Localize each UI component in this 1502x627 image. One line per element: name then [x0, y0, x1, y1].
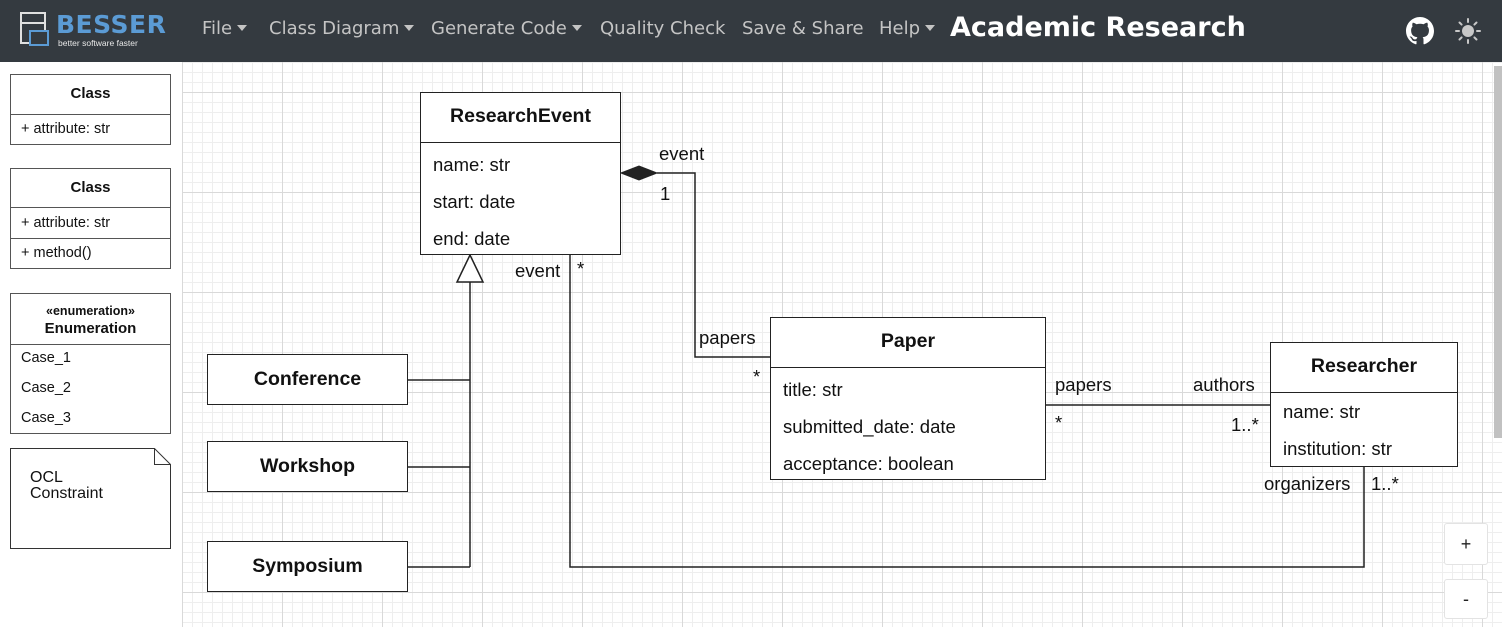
chevron-down-icon — [404, 25, 415, 31]
zoom-in-button[interactable]: + — [1444, 523, 1488, 565]
palette-enumeration-name: Enumeration — [44, 320, 137, 337]
menu-quality-check-label: Quality Check — [600, 18, 726, 39]
class-attribute[interactable]: start: date — [433, 191, 516, 212]
multiplicity-label[interactable]: 1..* — [1231, 414, 1259, 435]
role-label-event[interactable]: event — [515, 260, 561, 281]
palette-enumeration-case: Case_3 — [21, 410, 71, 426]
palette-enumeration-case: Case_1 — [21, 350, 71, 366]
palette-ocl-constraint[interactable]: OCL Constraint — [10, 448, 171, 549]
brand-name: BESSER — [56, 10, 167, 39]
class-name[interactable]: Workshop — [260, 455, 355, 477]
menu-class-diagram-label: Class Diagram — [269, 18, 400, 39]
menu-quality-check[interactable]: Quality Check — [600, 18, 725, 39]
menu-save-share-label: Save & Share — [742, 18, 864, 39]
chevron-down-icon — [571, 25, 582, 31]
class-name[interactable]: ResearchEvent — [421, 93, 620, 143]
class-attribute[interactable]: end: date — [433, 228, 511, 249]
menu-help[interactable]: Help — [879, 18, 936, 39]
ocl-label-line2: Constraint — [30, 485, 103, 502]
class-attribute[interactable]: name: str — [433, 154, 511, 175]
ocl-label-line1: OCL — [30, 469, 63, 486]
class-paper[interactable]: Paper title: str submitted_date: date ac… — [770, 317, 1046, 480]
chevron-down-icon — [237, 25, 248, 31]
canvas-scrollbar[interactable] — [1494, 66, 1502, 438]
class-workshop[interactable]: Workshop — [207, 441, 408, 492]
brand-logo[interactable]: BESSER better software faster — [20, 10, 170, 51]
besser-logo-icon — [20, 12, 49, 46]
class-attribute[interactable]: title: str — [783, 379, 843, 400]
role-label-authors[interactable]: authors — [1193, 374, 1255, 395]
class-name[interactable]: Symposium — [252, 555, 363, 577]
class-symposium[interactable]: Symposium — [207, 541, 408, 592]
palette-class-with-methods[interactable]: Class + attribute: str + method() — [10, 168, 171, 269]
multiplicity-label[interactable]: * — [753, 366, 761, 387]
palette-class-attribute: + attribute: str — [11, 208, 170, 239]
menu-file-label: File — [202, 18, 233, 39]
sun-icon[interactable] — [1454, 17, 1482, 45]
multiplicity-label[interactable]: * — [577, 258, 585, 279]
palette-class-method: + method() — [21, 245, 92, 261]
project-title[interactable]: Academic Research — [950, 12, 1246, 43]
ocl-note-shape — [10, 448, 171, 549]
role-label-event[interactable]: event — [659, 143, 705, 164]
menu-class-diagram[interactable]: Class Diagram — [269, 18, 415, 39]
palette-enumeration-case: Case_2 — [21, 380, 71, 396]
palette-enumeration-stereotype: «enumeration» — [46, 304, 135, 318]
role-label-papers[interactable]: papers — [699, 327, 756, 348]
menu-help-label: Help — [879, 18, 921, 39]
class-name[interactable]: Researcher — [1271, 343, 1457, 393]
class-researcher[interactable]: Researcher name: str institution: str — [1270, 342, 1458, 467]
class-attribute[interactable]: institution: str — [1283, 438, 1392, 459]
palette-enumeration-header: «enumeration» Enumeration — [11, 294, 170, 345]
menu-file[interactable]: File — [202, 18, 248, 39]
palette-class-name: Class — [11, 75, 170, 115]
navbar: BESSER better software faster File Class… — [0, 0, 1502, 62]
brand-tagline: better software faster — [58, 38, 138, 48]
multiplicity-label[interactable]: 1..* — [1371, 473, 1399, 494]
multiplicity-label[interactable]: 1 — [660, 183, 671, 204]
class-attribute[interactable]: name: str — [1283, 401, 1361, 422]
palette-enumeration[interactable]: «enumeration» Enumeration Case_1 Case_2 … — [10, 293, 171, 434]
multiplicity-label[interactable]: * — [1055, 412, 1063, 433]
menu-generate-code-label: Generate Code — [431, 18, 567, 39]
chevron-down-icon — [925, 25, 936, 31]
menu-save-share[interactable]: Save & Share — [742, 18, 864, 39]
class-research-event[interactable]: ResearchEvent name: str start: date end:… — [420, 92, 621, 255]
role-label-organizers[interactable]: organizers — [1264, 473, 1351, 494]
class-attribute[interactable]: submitted_date: date — [783, 416, 956, 437]
class-attribute[interactable]: acceptance: boolean — [783, 453, 954, 474]
menu-generate-code[interactable]: Generate Code — [431, 18, 582, 39]
palette-class-attribute: + attribute: str — [21, 121, 111, 137]
class-name[interactable]: Paper — [771, 318, 1045, 368]
ocl-label: OCL Constraint — [30, 470, 103, 502]
zoom-out-button[interactable]: - — [1444, 579, 1488, 619]
class-conference[interactable]: Conference — [207, 354, 408, 405]
palette-class[interactable]: Class + attribute: str — [10, 74, 171, 145]
github-icon[interactable] — [1406, 17, 1434, 45]
class-name[interactable]: Conference — [253, 368, 362, 390]
role-label-papers[interactable]: papers — [1055, 374, 1112, 395]
palette-class-name: Class — [11, 169, 170, 208]
